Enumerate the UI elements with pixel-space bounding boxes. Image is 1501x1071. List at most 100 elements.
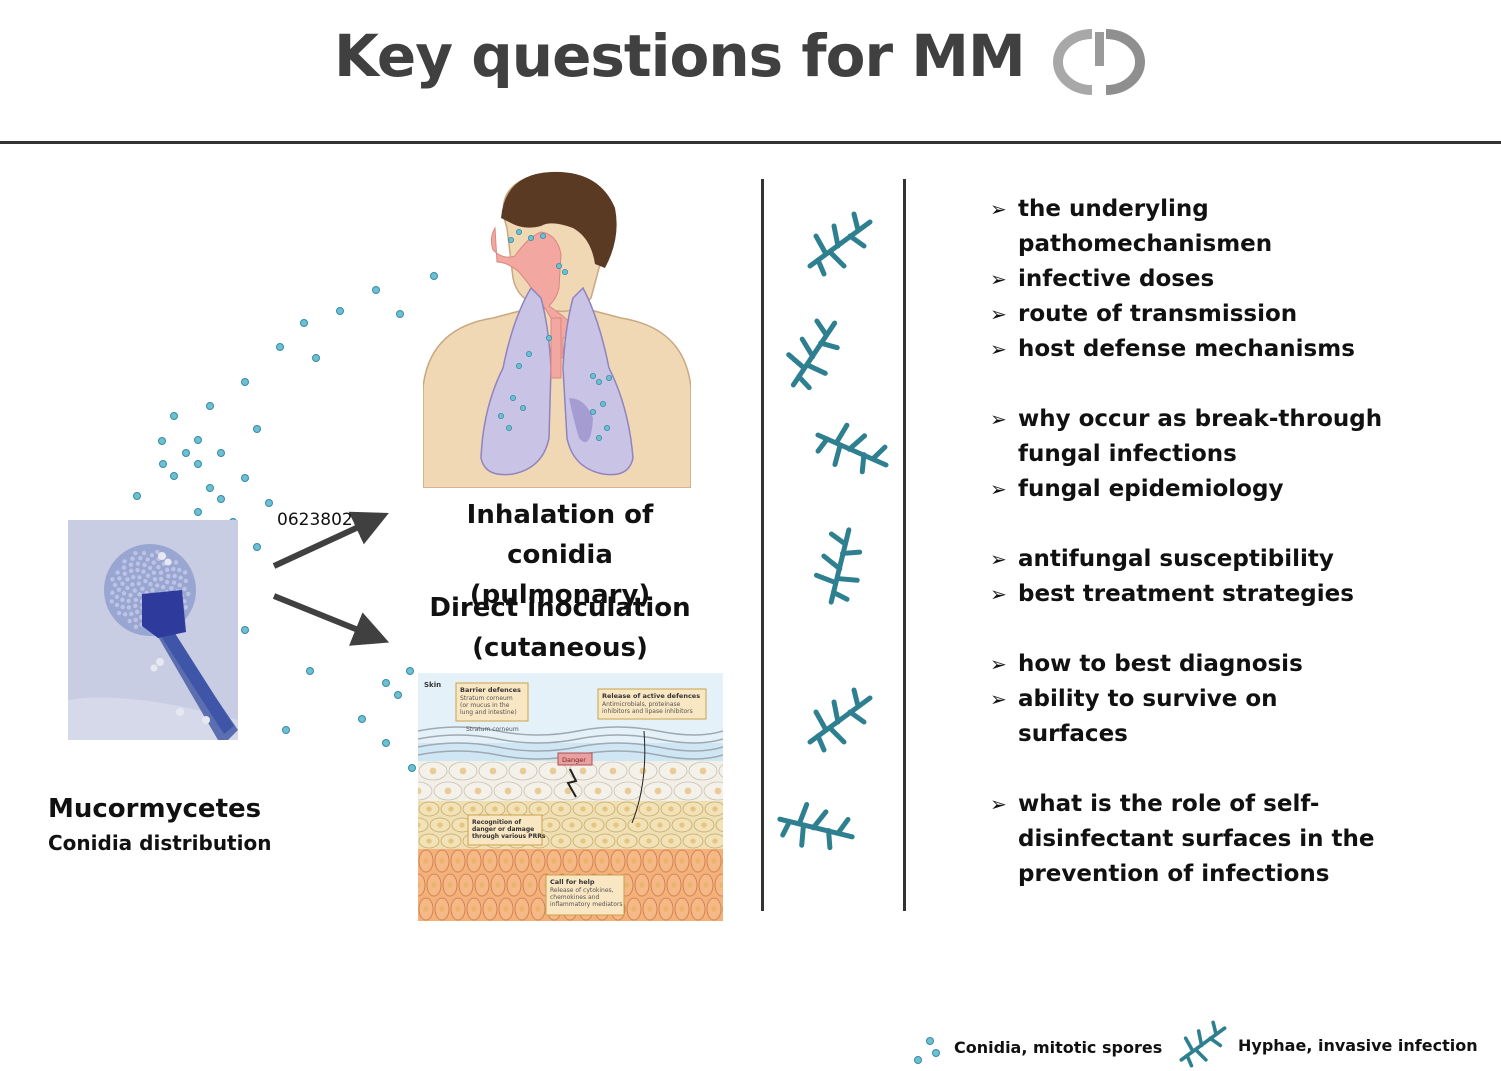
conidium-spore [194,436,202,444]
stratum-label: Stratum corneum [466,726,519,733]
group-gap [990,507,1490,542]
title-divider [0,141,1501,144]
conidium-spore [382,679,390,687]
conidium-spore [372,286,380,294]
question-text: route of transmission [1018,297,1490,332]
arrow-bullet-icon: ➢ [990,337,1007,361]
cd-logo [1053,29,1145,95]
conidium-spore [394,691,402,699]
conidium-spore [358,715,366,723]
question-item: ➢ fungal epidemiology [990,472,1490,507]
hypha-icon [789,515,890,616]
inhalation-caption-line2: (pulmonary) [469,580,651,610]
conidium-spore [158,437,166,445]
arrow-bullet-icon: ➢ [990,267,1007,291]
inoculation-caption-line2: (cutaneous) [472,633,648,663]
callhelp-text-3: inflammatory mediators [550,901,623,908]
question-line: disinfectant surfaces in the [1018,826,1375,852]
transmission-arrows [272,511,390,646]
conidium-spore [241,474,249,482]
conidium-spore [194,508,202,516]
respiratory-illustration [423,171,691,488]
callhelp-title: Call for help [550,878,595,886]
arrow-label: 0623802 [277,510,353,530]
conidium-spore [170,472,178,480]
hypha-icon [804,208,876,280]
question-line: ability to survive on [1018,686,1278,712]
conidium-spore [276,343,284,351]
conidium-spore [396,310,404,318]
group-gap [990,367,1490,402]
left-divider [761,179,764,911]
question-item: ➢ infective doses [990,262,1490,297]
question-line: antifungal susceptibility [1018,546,1334,572]
arrow-bullet-icon: ➢ [990,477,1007,501]
callhelp-text-1: Release of cytokines, [550,887,614,894]
hypha-icon [803,401,901,499]
conidium-spore [300,319,308,327]
arrow-bullet-icon: ➢ [990,407,1007,431]
conidium-spore [282,726,290,734]
question-line: best treatment strategies [1018,581,1354,607]
question-line: what is the role of self- [1018,791,1320,817]
danger-label: Danger [562,756,586,764]
legend-spore-icon [914,1037,940,1064]
barrier-text-2: (or mucus in the [460,702,510,709]
conidium-spore [217,449,225,457]
skin-defence-figure: Skin Barrier defences Stratum corneum (o… [418,673,723,921]
arrow-bullet-icon: ➢ [990,652,1007,676]
group-gap [990,612,1490,647]
conidium-spore [241,626,249,634]
question-text: fungal epidemiology [1018,472,1490,507]
question-text: why occur as break-through fungal infecti… [1018,402,1490,472]
arrow-bullet-icon: ➢ [990,792,1007,816]
inhalation-caption: Inhalation of conidia (pulmonary) [410,495,710,615]
conidium-spore [336,307,344,315]
legend-hyphae-label: Hyphae, invasive infection [1238,1036,1478,1055]
barrier-text-1: Stratum corneum [460,695,513,702]
conidium-spore [406,667,414,675]
question-line: fungal infections [1018,441,1237,467]
conidium-spore [217,495,225,503]
page-title: Key questions for MM [334,22,1026,90]
question-line: route of transmission [1018,301,1298,327]
arrow-bullet-icon: ➢ [990,547,1007,571]
question-text: what is the role of self-disinfectant su… [1018,787,1490,892]
conidium-spore [408,764,416,772]
arrow-bullet-icon: ➢ [990,302,1007,326]
release-text-1: Antimicrobials, proteinase [602,701,681,708]
question-item: ➢ route of transmission [990,297,1490,332]
conidium-spore [194,460,202,468]
recognition-title-1: Recognition of [472,819,522,826]
recognition-title-3: through various PRRs [472,833,546,840]
mucormycetes-micrograph [68,520,238,740]
right-divider [903,179,906,911]
question-line: fungal epidemiology [1018,476,1284,502]
conidium-spore [182,449,190,457]
organism-subtitle: Conidia distribution [48,831,272,855]
hypha-icon [765,777,866,878]
hypha-icon [804,684,876,756]
conidium-spore [241,378,249,386]
question-text: how to best diagnosis [1018,647,1490,682]
conidium-spore [206,402,214,410]
question-item: ➢ what is the role of self-disinfectant s… [990,787,1490,892]
question-line: infective doses [1018,266,1215,292]
conidium-spore [170,412,178,420]
arrow-bullet-icon: ➢ [990,197,1007,221]
question-line: prevention of infections [1018,861,1330,887]
question-line: why occur as break-through [1018,406,1383,432]
arrow-bullet-icon: ➢ [990,687,1007,711]
conidium-spore [312,354,320,362]
arrow-bullet-icon: ➢ [990,582,1007,606]
inoculation-caption-line1: Direct inoculation [429,593,691,623]
question-text: antifungal susceptibility [1018,542,1490,577]
question-item: ➢ antifungal susceptibility [990,542,1490,577]
question-line: the underyling [1018,196,1209,222]
recognition-title-2: danger or damage [472,826,534,833]
callhelp-text-2: chemokines and [550,894,599,901]
